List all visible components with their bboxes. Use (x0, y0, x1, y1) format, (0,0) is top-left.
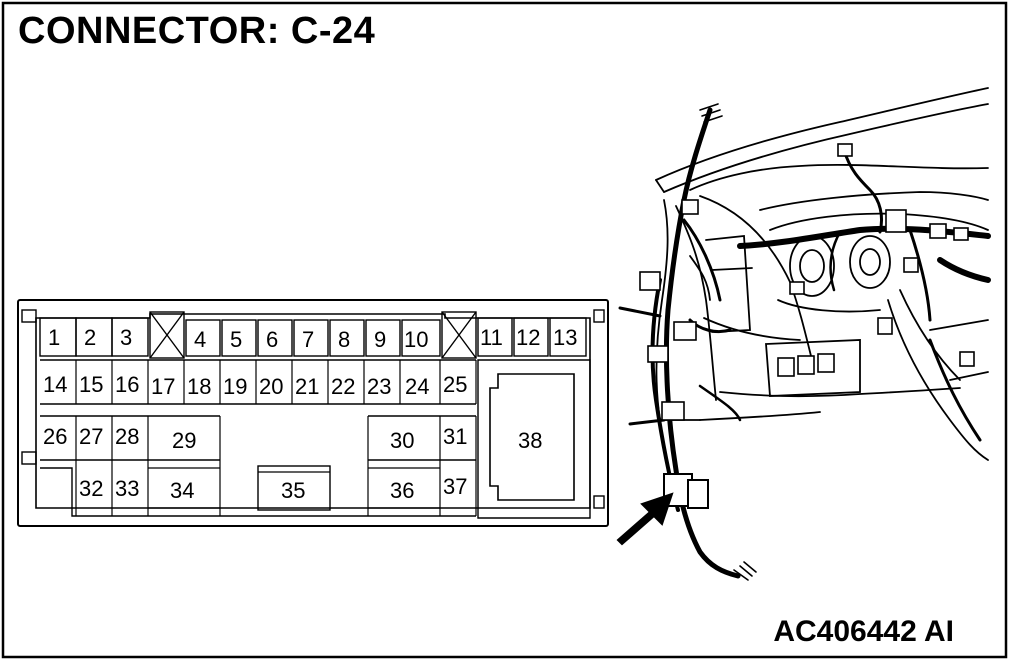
pin-label: 20 (259, 374, 283, 399)
pin-label: 29 (172, 428, 196, 453)
pin-label: 27 (79, 424, 103, 449)
pin-label: 33 (115, 476, 139, 501)
connector-face (17, 299, 609, 527)
pin-label: 14 (43, 372, 67, 397)
pin-label: 22 (331, 374, 355, 399)
pin-label: 7 (302, 327, 314, 352)
pin-label: 37 (443, 474, 467, 499)
pin-label: 28 (115, 424, 139, 449)
pin-label: 12 (516, 325, 540, 350)
pointer-arrow (616, 492, 674, 546)
pin-label: 19 (223, 374, 247, 399)
pin-label: 38 (518, 428, 542, 453)
pin-label: 15 (79, 372, 103, 397)
pin-label: 36 (390, 478, 414, 503)
pin-label: 17 (151, 374, 175, 399)
pin-label: 23 (367, 374, 391, 399)
pin-label: 34 (170, 478, 194, 503)
pin-label: 8 (338, 327, 350, 352)
pin-label: 13 (553, 325, 577, 350)
pin-label: 31 (443, 424, 467, 449)
pin-label: 1 (48, 325, 60, 350)
pin-label: 11 (480, 325, 503, 350)
pin-label: 5 (230, 327, 242, 352)
connector-title: CONNECTOR: C-24 (18, 10, 376, 52)
pin-label: 30 (390, 428, 414, 453)
pin-label: 35 (281, 478, 305, 503)
pin-label: 24 (405, 374, 429, 399)
pin-label: 6 (266, 327, 278, 352)
pin-label: 18 (187, 374, 211, 399)
pin-label: 32 (79, 476, 103, 501)
harness-connectors (639, 143, 975, 509)
pin-label: 9 (374, 327, 386, 352)
dashboard-illustration (655, 87, 991, 461)
pin-label: 3 (120, 325, 132, 350)
figure-code: AC406442 AI (773, 615, 954, 648)
pin-label: 2 (84, 325, 96, 350)
pin-labels: 1 2 3 4 5 6 7 8 9 10 11 12 13 14 15 16 1… (43, 325, 577, 503)
pin-label: 4 (194, 327, 206, 352)
pin-label: 25 (443, 372, 467, 397)
pin-label: 21 (295, 374, 319, 399)
pin-label: 10 (404, 327, 428, 352)
pin-label: 16 (115, 372, 139, 397)
pin-label: 26 (43, 424, 67, 449)
